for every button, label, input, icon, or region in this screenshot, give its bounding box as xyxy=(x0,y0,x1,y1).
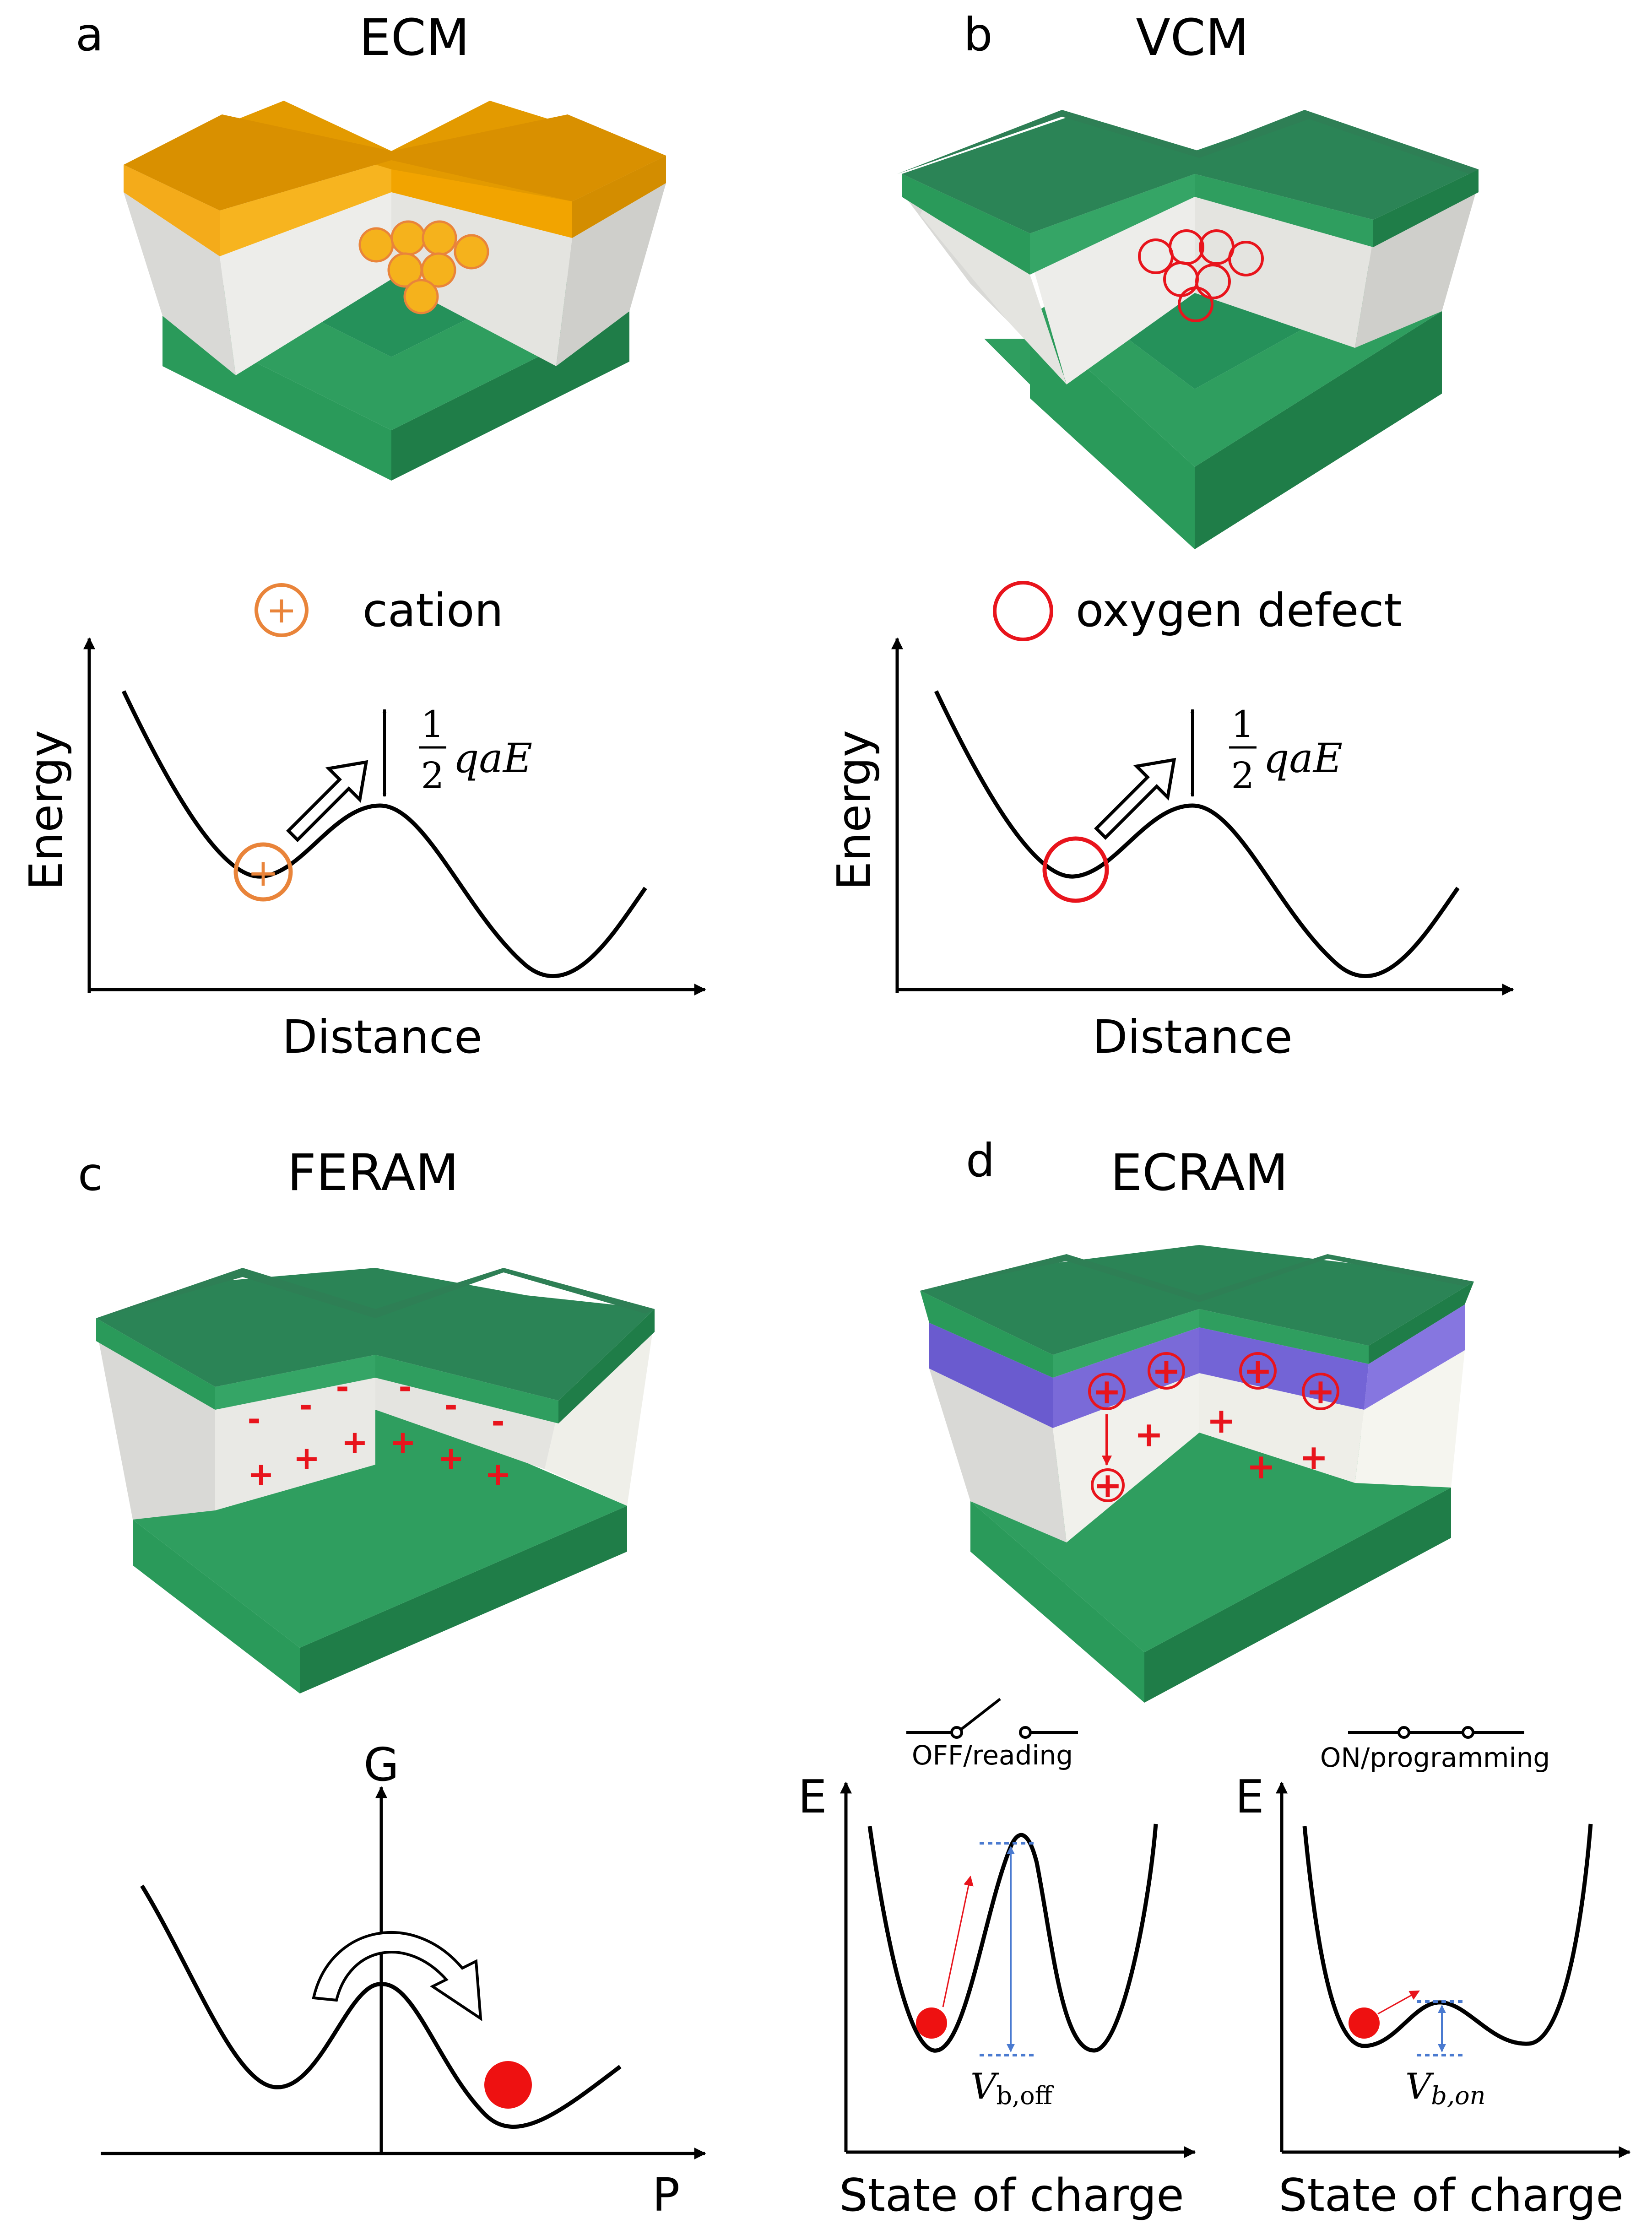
vcm-y-label: Energy xyxy=(827,730,881,890)
open-switch-icon xyxy=(906,1698,1078,1739)
feram-g-label: G xyxy=(363,1738,399,1791)
feram-free-energy-diagram: G P xyxy=(101,1738,706,2222)
svg-text:2: 2 xyxy=(1231,754,1255,797)
ecm-energy-curve xyxy=(121,690,647,979)
svg-text:-: - xyxy=(299,1387,312,1424)
panel-a-title: ECM xyxy=(359,8,469,67)
feram-double-well-curve xyxy=(140,1884,622,2129)
svg-text:+: + xyxy=(1243,1350,1273,1391)
ecm-cation-cluster xyxy=(358,220,489,314)
panel-a-letter: a xyxy=(76,8,103,61)
svg-text:+: + xyxy=(438,1439,465,1477)
off-double-well-curve xyxy=(867,1823,1158,2053)
on-x-label: State of charge xyxy=(1278,2170,1623,2222)
ecm-x-label: Distance xyxy=(282,1010,482,1064)
panel-c: c FERAM - - - - - - xyxy=(78,1143,706,2222)
feram-device-illustration xyxy=(96,1268,655,1694)
vcm-barrier-equation: 1 2 qaE xyxy=(1229,703,1343,797)
vb-on-label: Vb,on xyxy=(1405,2066,1485,2110)
ecram-off-diagram: OFF/reading E Vb,off State of charge xyxy=(798,1698,1196,2222)
vcm-device-illustration xyxy=(897,110,1479,549)
on-e-label: E xyxy=(1235,1770,1264,1823)
svg-text:2: 2 xyxy=(421,754,444,797)
on-escape-arrow xyxy=(1377,1990,1420,2015)
feram-switching-arrow xyxy=(312,1931,482,2021)
svg-text:+: + xyxy=(390,1423,417,1461)
svg-text:+: + xyxy=(293,1439,320,1477)
cation-symbol xyxy=(255,583,309,637)
ecram-ion-symbols: + + + + + + + + + xyxy=(1092,1350,1335,1505)
ecm-barrier-equation: 1 2 qaE xyxy=(419,703,532,797)
svg-text:+: + xyxy=(1152,1350,1181,1391)
ecm-hop-arrow xyxy=(286,760,368,842)
panel-b-title: VCM xyxy=(1136,8,1249,67)
vcm-energy-curve xyxy=(934,690,1460,979)
vb-off-label: Vb,off xyxy=(970,2066,1054,2110)
svg-text:+: + xyxy=(248,1455,275,1493)
vcm-x-label: Distance xyxy=(1092,1010,1292,1064)
vcm-defect-on-curve xyxy=(1042,836,1109,903)
feram-p-label: P xyxy=(652,2168,680,2222)
cation-legend: + cation xyxy=(255,583,504,637)
ecram-reservoir-ions xyxy=(1088,1352,1339,1502)
feram-state-ball xyxy=(484,2061,532,2109)
vcm-hop-arrow xyxy=(1094,757,1176,840)
oxygen-defect-legend-label: oxygen defect xyxy=(1076,584,1402,637)
on-programming-label: ON/programming xyxy=(1320,1742,1550,1773)
feram-polarization-charges: - - - - - - + + + + + + xyxy=(247,1369,511,1493)
ecm-energy-diagram: + 1 2 qaE Energy Distance xyxy=(19,637,706,1064)
svg-text:qaE: qaE xyxy=(453,735,532,782)
on-state-ball xyxy=(1349,2007,1380,2039)
svg-text:+: + xyxy=(248,851,279,895)
ecm-device-illustration xyxy=(124,101,666,481)
cation-symbol-plus: + xyxy=(266,589,297,631)
off-escape-arrow xyxy=(942,1875,974,2007)
on-double-well-curve xyxy=(1302,1823,1593,2048)
vcm-energy-diagram: 1 2 qaE Energy Distance xyxy=(827,637,1514,1064)
closed-switch-icon xyxy=(1348,1726,1524,1739)
panel-a: a ECM xyxy=(19,8,706,1064)
svg-text:-: - xyxy=(398,1369,412,1406)
ecram-on-diagram: ON/programming E Vb,on State of charge xyxy=(1235,1726,1631,2222)
svg-text:+: + xyxy=(1299,1437,1328,1477)
svg-text:+: + xyxy=(341,1423,368,1461)
ecram-device-illustration xyxy=(920,1245,1474,1703)
oxygen-defect-symbol xyxy=(993,581,1053,641)
svg-text:+: + xyxy=(1207,1400,1236,1441)
off-state-ball xyxy=(916,2007,947,2039)
panel-d-title: ECRAM xyxy=(1110,1143,1288,1202)
svg-text:-: - xyxy=(247,1401,260,1438)
panel-d: d ECRAM xyxy=(798,1134,1631,2222)
svg-text:1: 1 xyxy=(1231,703,1255,746)
cation-legend-label: cation xyxy=(363,584,504,637)
svg-text:-: - xyxy=(444,1387,457,1424)
svg-text:+: + xyxy=(1093,1465,1122,1505)
panel-b: b VCM xyxy=(827,8,1514,1064)
vcm-oxygen-defect-cluster xyxy=(1138,229,1264,322)
off-reading-label: OFF/reading xyxy=(912,1740,1073,1771)
svg-text:-: - xyxy=(491,1403,504,1440)
panel-c-title: FERAM xyxy=(287,1143,459,1202)
ecm-cation-on-curve: + xyxy=(233,842,293,902)
panel-b-letter: b xyxy=(964,8,992,61)
svg-text:+: + xyxy=(1134,1414,1164,1455)
panel-c-letter: c xyxy=(78,1147,103,1201)
panel-d-letter: d xyxy=(966,1134,995,1187)
ecm-y-label: Energy xyxy=(19,730,73,890)
svg-text:+: + xyxy=(1306,1371,1335,1412)
svg-text:qaE: qaE xyxy=(1263,735,1343,782)
svg-text:+: + xyxy=(1246,1446,1276,1487)
svg-text:-: - xyxy=(336,1369,349,1406)
oxygen-defect-legend: oxygen defect xyxy=(993,581,1402,641)
svg-text:1: 1 xyxy=(421,703,444,746)
svg-text:+: + xyxy=(1092,1371,1121,1412)
off-x-label: State of charge xyxy=(839,2170,1184,2222)
off-e-label: E xyxy=(798,1770,827,1823)
svg-text:+: + xyxy=(485,1455,512,1493)
